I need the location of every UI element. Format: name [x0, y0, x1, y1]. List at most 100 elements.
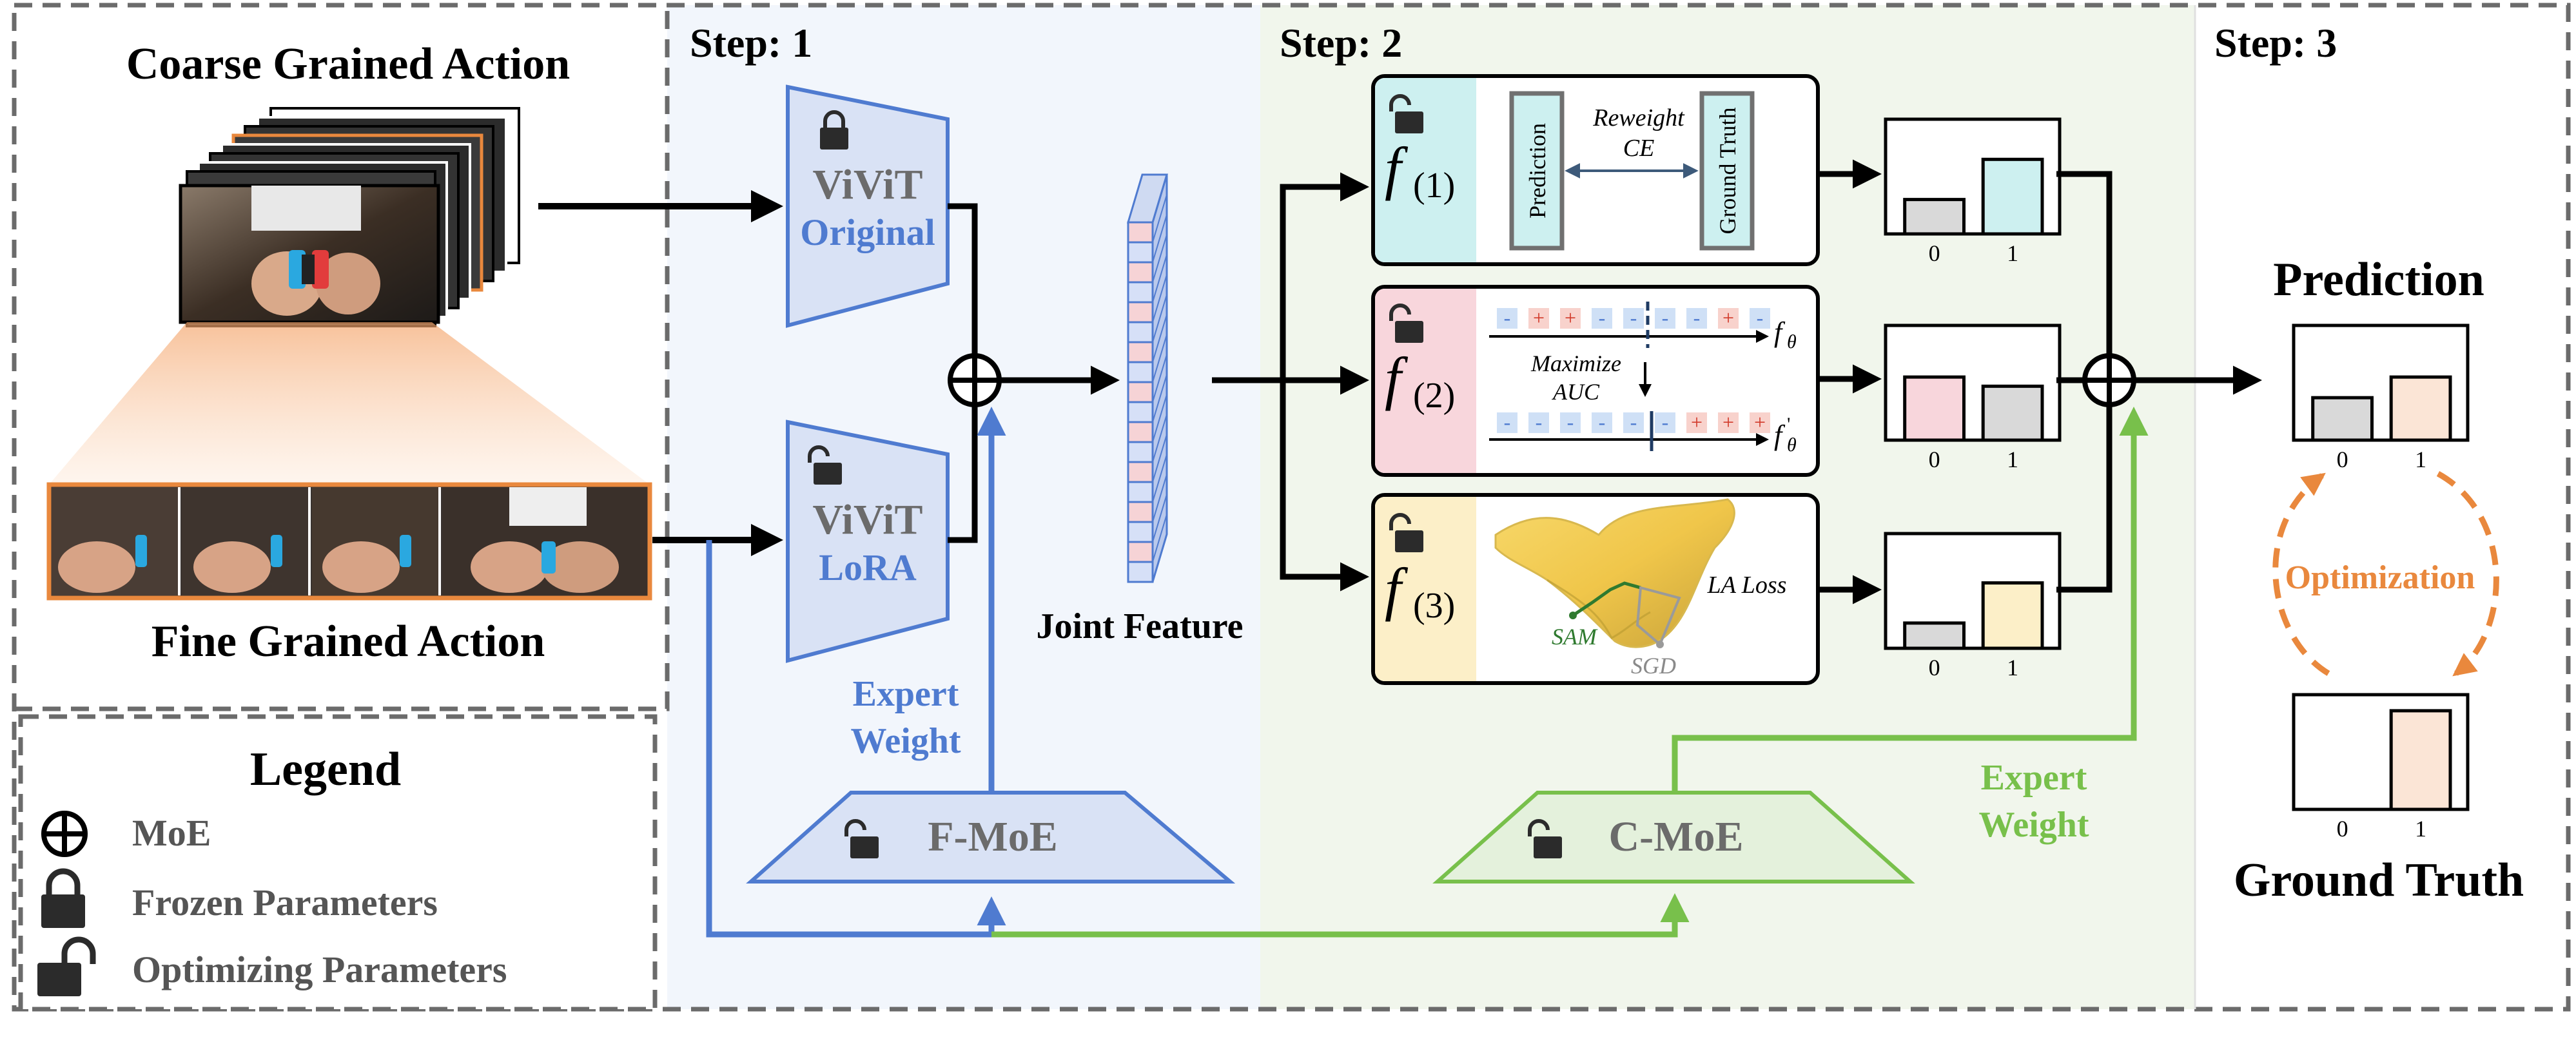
legend-item-optimizing: Optimizing Parameters	[132, 949, 507, 990]
unlock-icon	[1389, 304, 1423, 343]
negative-sample	[1623, 412, 1644, 433]
auc-sign: -	[1504, 410, 1511, 434]
feature-cell	[1127, 341, 1154, 363]
moe-icon	[948, 353, 1002, 407]
head-3-la-loss: LA Loss	[1707, 572, 1787, 599]
coarse-title: Coarse Grained Action	[126, 39, 570, 89]
feature-cell	[1127, 521, 1154, 543]
split-to-head1	[1280, 172, 1369, 380]
unlock-icon	[37, 936, 96, 996]
head-1-gt-label: Ground Truth	[1715, 107, 1741, 234]
unlock-icon	[808, 445, 842, 485]
feature-cell	[1127, 361, 1154, 383]
histogram-tick-label: 1	[2415, 816, 2426, 842]
step1-label: Step: 1	[690, 20, 812, 66]
unlock-icon	[1528, 819, 1562, 858]
histogram-bar	[1981, 581, 2044, 650]
prediction-title: Prediction	[2273, 253, 2484, 306]
auc-sign: +	[1691, 410, 1703, 434]
step2-label: Step: 2	[1280, 20, 1402, 66]
head-2-prime-mark: '	[1787, 414, 1790, 435]
head-3-sub: (3)	[1413, 586, 1455, 626]
histogram-tick-label: 0	[2337, 447, 2348, 472]
feature-cell	[1127, 441, 1154, 463]
vivit-lora-name: ViViT	[812, 496, 922, 543]
lock-icon	[820, 110, 848, 150]
auc-row-bottom: ------+++	[1497, 410, 1770, 434]
histogram-tick-label: 0	[2337, 816, 2348, 842]
head-2-maximize: Maximize	[1530, 351, 1621, 376]
head-1-prediction-box	[1509, 91, 1565, 251]
positive-sample	[1528, 308, 1549, 329]
sam-trajectory	[1572, 581, 1641, 617]
hist-3-to-moe-line	[2056, 400, 2113, 593]
optimization-arc-left	[2272, 472, 2330, 676]
auc-sign: -	[1630, 410, 1637, 434]
feature-cell	[1127, 241, 1154, 264]
legend-item-frozen: Frozen Parameters	[132, 882, 438, 923]
original-to-moe-line	[948, 203, 978, 361]
feature-cell	[1127, 541, 1154, 563]
histogram-bar	[2389, 375, 2452, 442]
auc-sign: -	[1693, 306, 1701, 329]
ground-truth-title: Ground Truth	[2234, 854, 2524, 907]
fmoe-block	[746, 791, 1236, 883]
negative-sample	[1497, 412, 1517, 433]
auc-sign: +	[1754, 410, 1766, 434]
feature-cell	[1127, 421, 1154, 443]
negative-sample	[1623, 308, 1644, 329]
histogram-bar	[2311, 396, 2374, 442]
feature-cell	[1127, 281, 1154, 304]
histogram-bar	[2389, 709, 2452, 811]
histogram-tick-label: 1	[2007, 447, 2018, 472]
head-3-sgd: SGD	[1631, 653, 1676, 679]
auc-sign: -	[1662, 306, 1669, 329]
split-to-head3	[1280, 380, 1369, 592]
lock-icon	[41, 868, 85, 928]
moe-icon	[2082, 353, 2136, 407]
joint-feature-column	[1126, 173, 1169, 583]
auc-sign: -	[1662, 410, 1669, 434]
auc-sign: -	[1757, 306, 1764, 329]
coarse-frame-stack	[179, 107, 520, 327]
vivit-original-name: ViViT	[812, 161, 922, 208]
fine-frame-strip	[46, 482, 652, 601]
histogram-tick-label: 1	[2007, 655, 2018, 681]
head-1-loss-line2: CE	[1623, 135, 1655, 162]
feature-cell	[1127, 461, 1154, 483]
negative-sample	[1655, 412, 1675, 433]
auc-sign: +	[1533, 306, 1545, 329]
expert-weight-1-line1: Expert	[853, 674, 959, 714]
histogram-bar	[1903, 198, 1966, 236]
optimization-label: Optimization	[2285, 559, 2475, 596]
histogram-bar	[1903, 375, 1966, 442]
feature-cell	[1127, 501, 1154, 523]
positive-sample	[1718, 412, 1739, 433]
hist-1-to-moe-line	[2056, 171, 2113, 361]
auc-sign: -	[1599, 306, 1606, 329]
fine-title: Fine Grained Action	[151, 617, 545, 666]
histogram-tick-label: 1	[2415, 447, 2426, 472]
unlock-icon	[1389, 513, 1423, 552]
positive-sample	[1750, 412, 1770, 433]
negative-sample	[1560, 412, 1581, 433]
step3-label: Step: 3	[2214, 20, 2337, 66]
head-2-f-theta-sub: θ	[1787, 331, 1797, 352]
head-1-loss-line1: Reweight	[1592, 104, 1685, 131]
cmoe-block	[1432, 791, 1915, 883]
feature-cell	[1127, 261, 1154, 284]
histogram-bar	[1981, 157, 2044, 236]
expert-weight-2-line1: Expert	[1981, 758, 2087, 798]
positive-sample	[1560, 308, 1581, 329]
histogram-tick-label: 0	[1929, 447, 1940, 472]
feature-cell	[1127, 481, 1154, 503]
histogram-bar	[1981, 384, 2044, 442]
joint-feature-label: Joint Feature	[1037, 606, 1244, 646]
auc-sign: -	[1536, 410, 1543, 434]
lora-to-moe-line	[948, 400, 978, 543]
